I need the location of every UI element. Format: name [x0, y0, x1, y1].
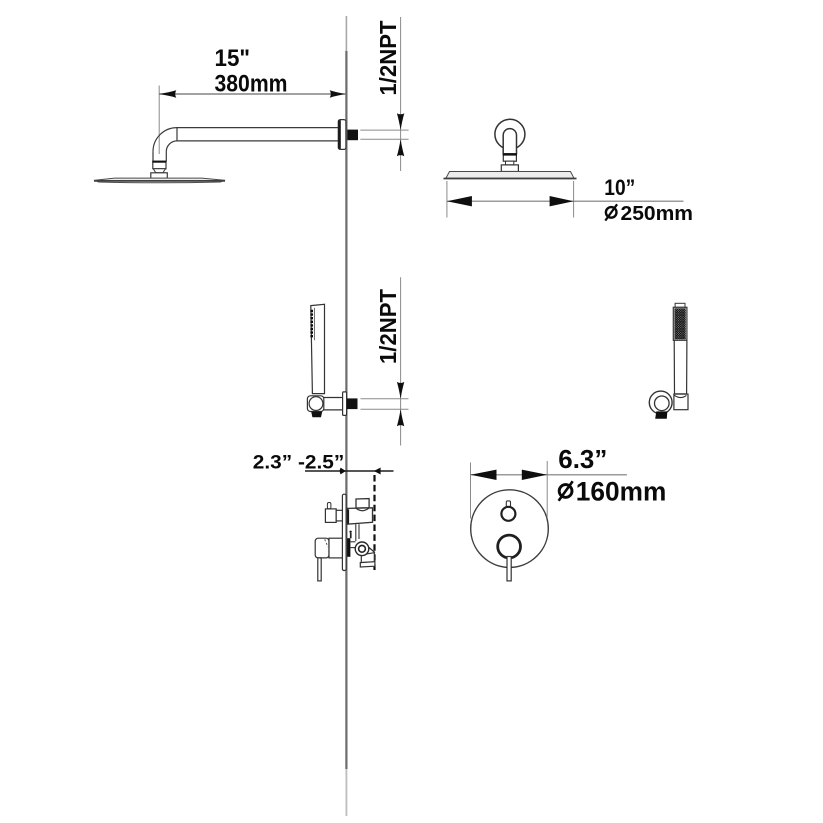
svg-text:250mm: 250mm [621, 202, 694, 225]
svg-text:10”: 10” [604, 175, 635, 200]
svg-text:15": 15" [215, 45, 251, 72]
svg-text:1/2NPT: 1/2NPT [375, 21, 401, 96]
svg-text:2.3” -2.5”: 2.3” -2.5” [253, 451, 344, 473]
svg-text:380mm: 380mm [215, 70, 288, 97]
svg-text:160mm: 160mm [576, 476, 667, 506]
svg-text:6.3”: 6.3” [558, 444, 607, 474]
svg-text:1/2NPT: 1/2NPT [375, 289, 401, 364]
